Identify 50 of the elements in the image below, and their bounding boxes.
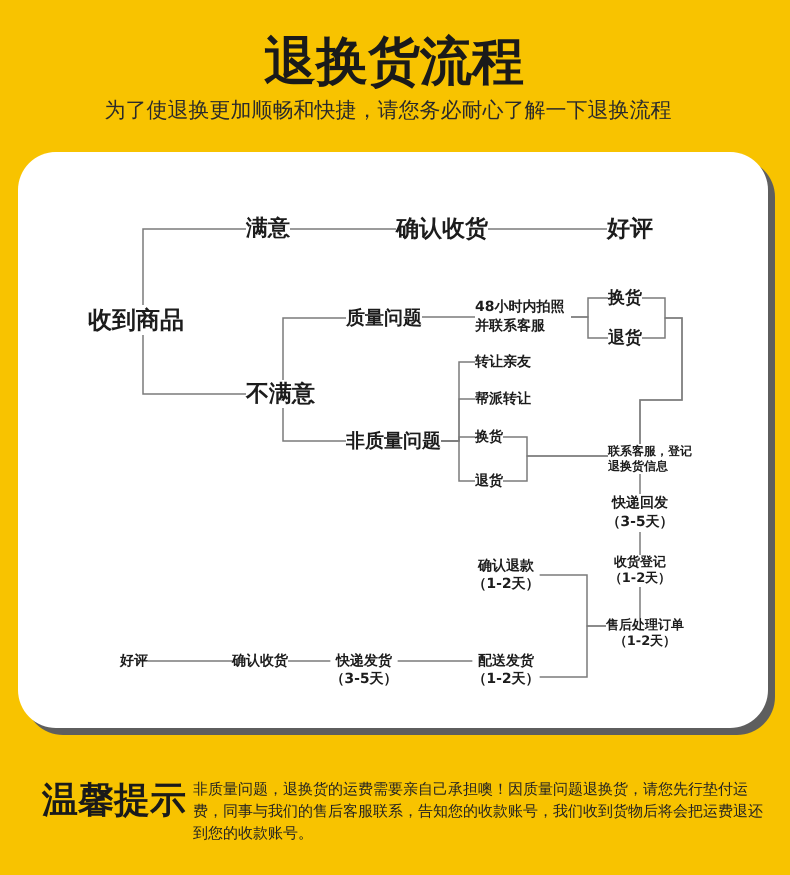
connector-line [639,474,641,494]
step-label: 退货 [475,471,503,491]
connector-line [142,335,246,395]
subtitle: 为了使退换更加顺畅和快捷，请您务必耐心了解一下退换流程 [104,97,672,123]
connector-line [441,440,475,482]
duration-label: （3-5天） [330,670,398,688]
connector-line [639,532,641,555]
duration-label: （3-5天） [606,513,674,532]
step-label: 满意 [246,215,290,243]
connector-line [503,455,608,482]
step-label: 好评 [607,215,653,243]
step-label: 确认收货 [232,652,288,670]
step-label: 联系客服，登记退换货信息 [608,444,696,474]
connector-line [282,317,346,380]
step-label: 收货登记 [613,555,667,571]
step-label: 退货 [608,326,642,350]
step-label: 48小时内拍照并联系客服 [475,298,571,336]
duration-label: （1-2天） [472,575,540,593]
connector-line [282,408,346,442]
connector-line [290,228,396,230]
duration-label: （1-2天） [472,670,540,688]
step-label: 换货 [475,427,503,447]
duration-label: （1-2天） [608,571,672,587]
step-label: 质量问题 [346,306,422,330]
connector-line [142,228,246,305]
connector-line [571,316,608,339]
step-label: 确认收货 [396,215,488,243]
connector-line [422,316,475,318]
connector-line [639,587,641,618]
step-label: 快递发货 [334,652,393,670]
step-label: 快递回发 [610,494,669,513]
step-label: 售后处理订单 [606,618,684,634]
step-label: 收到商品 [88,305,184,335]
connector-line [148,660,232,662]
duration-label: （1-2天） [612,634,678,650]
step-label: 确认退款 [476,557,535,575]
connector-line [488,228,607,230]
step-label: 非质量问题 [346,429,441,453]
tip-heading: 温馨提示 [42,779,186,823]
step-label: 换货 [608,286,642,310]
title: 退换货流程 [264,31,524,94]
connector-line [288,660,330,662]
step-label: 转让亲友 [475,352,531,372]
step-label: 帮派转让 [475,389,531,409]
connector-line [398,660,472,662]
step-label: 不满意 [246,380,315,408]
step-label: 配送发货 [477,652,535,670]
tip-text: 非质量问题，退换货的运费需要亲自己承担噢！因质量问题退换货，请您先行垫付运费，同事与我们的售后客服联系，告知您的收款账号，我们收到货物后将会把运费退还到您的收款账号。 [193,779,764,844]
connector-line [540,625,606,678]
step-label: 好评 [120,652,148,670]
